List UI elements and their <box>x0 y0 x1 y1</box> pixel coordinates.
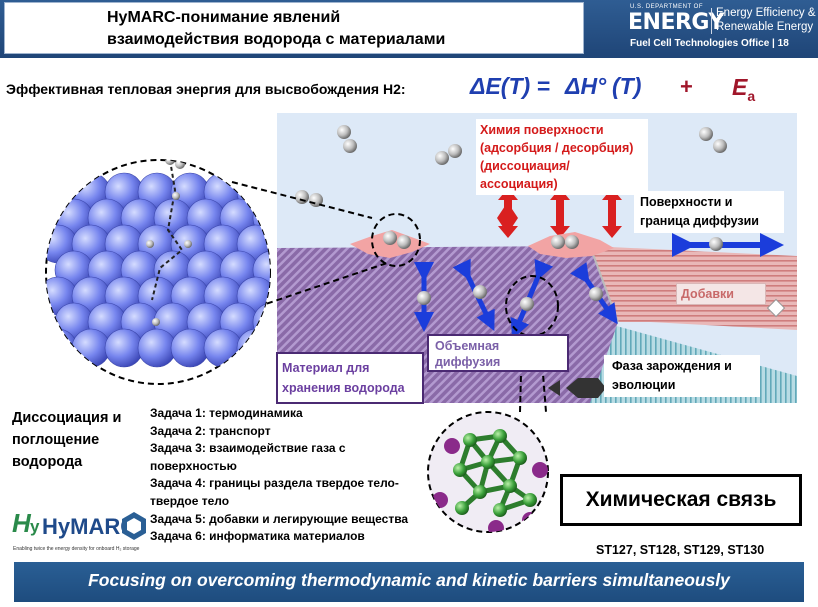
list-item: Задача 2: транспорт <box>150 423 271 438</box>
bond-atom <box>503 479 517 493</box>
eere-line2: Renewable Energy <box>716 21 814 33</box>
eere-line1: Energy Efficiency & <box>716 7 816 19</box>
diffusion-boundary-line2: граница диффузии <box>640 214 759 228</box>
equation-ea-symbol: E <box>732 74 748 100</box>
hymarc-tagline: Enabling twice the energy density for on… <box>13 546 140 552</box>
hymarc-logo: H y HyMARC <box>12 508 146 540</box>
storage-material-line2: хранения водорода <box>282 381 405 395</box>
nucleus-particle <box>566 378 606 398</box>
list-item: Задача 6: информатика материалов <box>150 529 365 544</box>
surface-chemistry-label: Химия поверхности (адсорбция / десорбция… <box>476 119 648 195</box>
title-box: HyMARC-понимание явлений взаимодействия … <box>4 2 584 54</box>
bond-atom <box>523 493 537 507</box>
equation-ea: Ea <box>732 74 755 104</box>
bulk-diffusion-line2: диффузия <box>435 355 501 369</box>
nucleus-arrow <box>548 380 560 396</box>
office-label: Fuel Cell Technologies Office | 18 <box>630 38 789 49</box>
bond-atom <box>453 463 467 477</box>
bond-metal-atom <box>488 520 504 532</box>
storage-material-label: Материал для хранения водорода <box>276 352 424 404</box>
svg-text:H: H <box>12 508 32 538</box>
bond-atom <box>493 503 507 517</box>
footer-text: Focusing on overcoming thermodynamic and… <box>88 570 730 590</box>
metal-atom <box>170 328 210 368</box>
surface-chemistry-line2: (адсорбция / десорбция) <box>480 141 634 155</box>
chemical-bond-box: Химическая связь <box>560 474 802 526</box>
dissociation-line1: Диссоциация и <box>12 410 122 426</box>
page-title-line1: HyMARC-понимание явлений <box>107 9 341 26</box>
storage-material-line1: Материал для <box>282 361 370 375</box>
metal-atom <box>203 328 243 368</box>
task-list: Задача 1: термодинамика Задача 2: трансп… <box>150 405 420 546</box>
bond-metal-atom <box>444 438 460 454</box>
bulk-diffusion-line1: Объемная <box>435 339 500 353</box>
bond-atom <box>455 501 469 515</box>
list-item: Задача 3: взаимодействие газа с поверхно… <box>150 441 346 473</box>
bulk-diffusion-label: Объемная диффузия <box>427 334 569 372</box>
doe-divider <box>711 8 712 34</box>
metal-atom <box>104 328 144 368</box>
doe-energy-text: ENERGY <box>628 10 724 35</box>
equation-plus: + <box>680 74 693 99</box>
svg-text:y: y <box>30 517 40 536</box>
bond-metal-atom <box>432 492 448 508</box>
metal-atom <box>71 328 111 368</box>
diffusion-boundary-line1: Поверхности и <box>640 195 733 209</box>
nucleation-line2: эволюции <box>612 378 676 392</box>
additives-label: Добавки <box>676 283 766 305</box>
project-codes: ST127, ST128, ST129, ST130 <box>596 543 765 557</box>
nucleation-line1: Фаза зарождения и <box>612 359 732 373</box>
surface-chemistry-line3: (диссоциация/ассоциация) <box>480 159 570 191</box>
nucleation-label: Фаза зарождения и эволюции <box>604 355 760 397</box>
dissociation-label: Диссоциация и поглощение водорода <box>12 407 152 473</box>
equation-rhs: ΔH° <box>565 73 607 99</box>
footer-banner: Focusing on overcoming thermodynamic and… <box>14 562 804 602</box>
doe-small-text: U.S. DEPARTMENT OF <box>630 4 704 10</box>
diffusion-boundary-label: Поверхности и граница диффузии <box>634 191 784 233</box>
bond-atom <box>513 451 527 465</box>
list-item: Задача 5: добавки и легирующие вещества <box>150 511 409 526</box>
bond-atom <box>493 429 507 443</box>
bond-metal-atom <box>532 462 548 478</box>
surface-chemistry-line1: Химия поверхности <box>480 123 604 137</box>
bond-atom <box>473 485 487 499</box>
header-bar: HyMARC-понимание явлений взаимодействия … <box>0 0 818 58</box>
equation-ea-sub: a <box>747 88 756 104</box>
list-item: Задача 4: границы раздела твердое тело-т… <box>150 476 399 508</box>
equation-lhs: ΔE(T) = <box>470 73 550 99</box>
hymarc-logo-name: HyMARC <box>42 514 136 539</box>
bond-atom <box>463 433 477 447</box>
page-title-line2: взаимодействия водорода с материалами <box>107 31 446 48</box>
bond-atom <box>481 455 495 469</box>
equation-rhs-arg: (T) <box>612 73 642 99</box>
equation-label: Эффективная тепловая энергия для высвобо… <box>6 81 406 97</box>
dissociation-line2: поглощение <box>12 432 100 448</box>
dissociation-line3: водорода <box>12 454 83 470</box>
surface-chemistry-arrows <box>497 188 622 238</box>
list-item: Задача 1: термодинамика <box>150 406 303 420</box>
metal-atom <box>236 328 270 368</box>
metal-atom <box>46 328 78 368</box>
metal-atom <box>137 328 177 368</box>
